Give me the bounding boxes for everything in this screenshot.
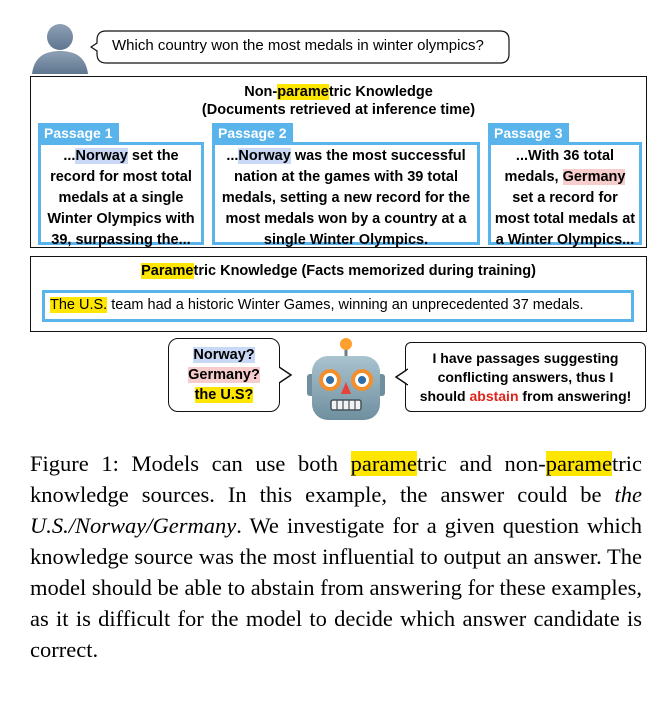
non-parametric-title: Non-parametric Knowledge [244,84,433,100]
user-avatar-icon [32,24,88,74]
answers-bubble-tail [279,366,293,384]
non-parametric-knowledge-box [30,76,647,248]
passage-3-text: ...With 36 total medals, Germany set a r… [494,148,636,248]
robot-icon [307,338,385,420]
passage-2-text: ...Norway was the most successful nation… [221,148,471,248]
parametric-fact-text: The U.S. team had a historic Winter Game… [50,297,584,313]
answer-norway: Norway? [193,347,255,363]
passage-3-box [488,142,642,245]
passage-2-label: Passage 2 [212,123,293,143]
non-parametric-subtitle: (Documents retrieved at inference time) [201,102,476,118]
passage-1-text: ...Norway set the record for most total … [47,148,195,248]
abstain-text: I have passages suggesting conflicting a… [419,350,632,404]
parametric-knowledge-box [30,256,647,332]
abstain-speech-bubble [405,342,646,412]
parametric-title: Parametric Knowledge (Facts memorized du… [141,263,536,279]
answer-germany: Germany? [188,367,260,383]
parametric-fact-box [42,290,634,322]
abstain-bubble-tail [394,368,408,386]
question-speech-bubble [90,30,510,64]
figure-caption: Figure 1: Models can use both parametric… [30,451,642,662]
answer-us: the U.S? [194,387,254,403]
question-text: Which country won the most medals in win… [112,37,484,54]
passage-1-label: Passage 1 [38,123,119,143]
passage-3-label: Passage 3 [488,123,569,143]
